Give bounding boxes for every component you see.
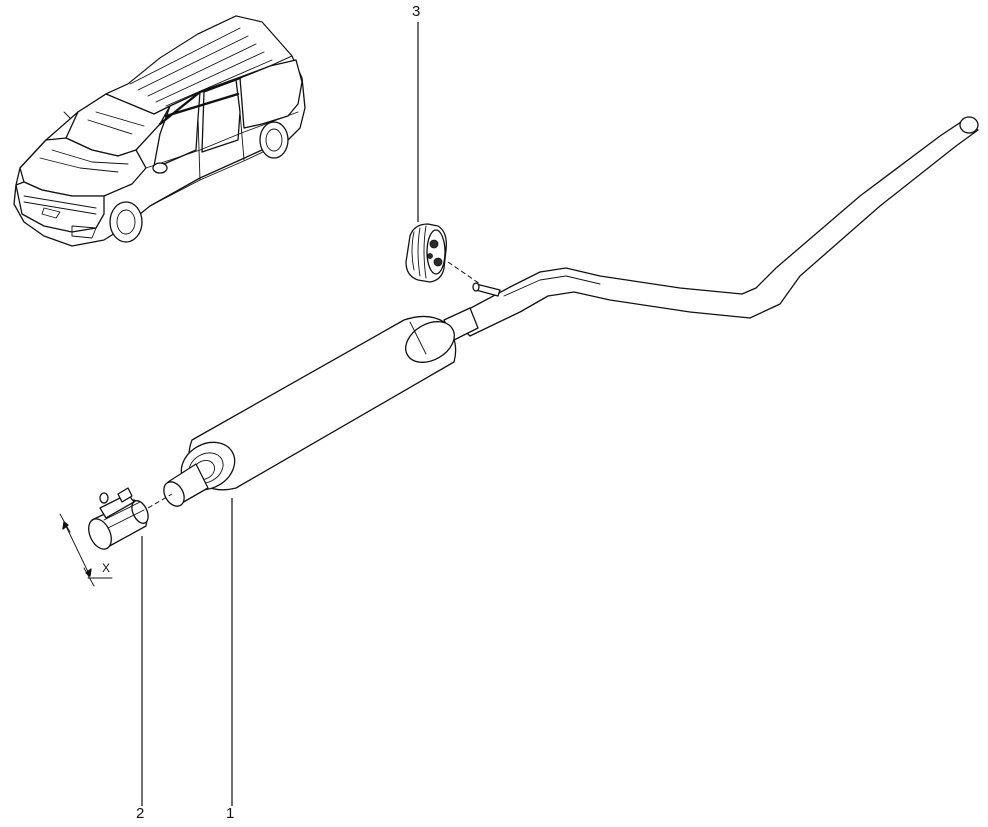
clamp-alignment-line xyxy=(147,493,173,509)
callout-3: 3 xyxy=(412,3,421,20)
exhaust-clamp xyxy=(88,487,149,550)
rubber-hanger xyxy=(405,223,447,283)
muffler-assembly xyxy=(163,307,479,507)
vehicle-illustration xyxy=(13,15,306,247)
dimension-x-label: X xyxy=(102,561,111,575)
exhaust-tailpipe xyxy=(451,116,979,337)
hanger-alignment-line xyxy=(447,261,481,285)
hanger-pin xyxy=(472,282,501,297)
callout-2: 2 xyxy=(136,805,145,822)
dimension-x-marker xyxy=(59,513,113,587)
callout-1: 1 xyxy=(226,805,235,822)
